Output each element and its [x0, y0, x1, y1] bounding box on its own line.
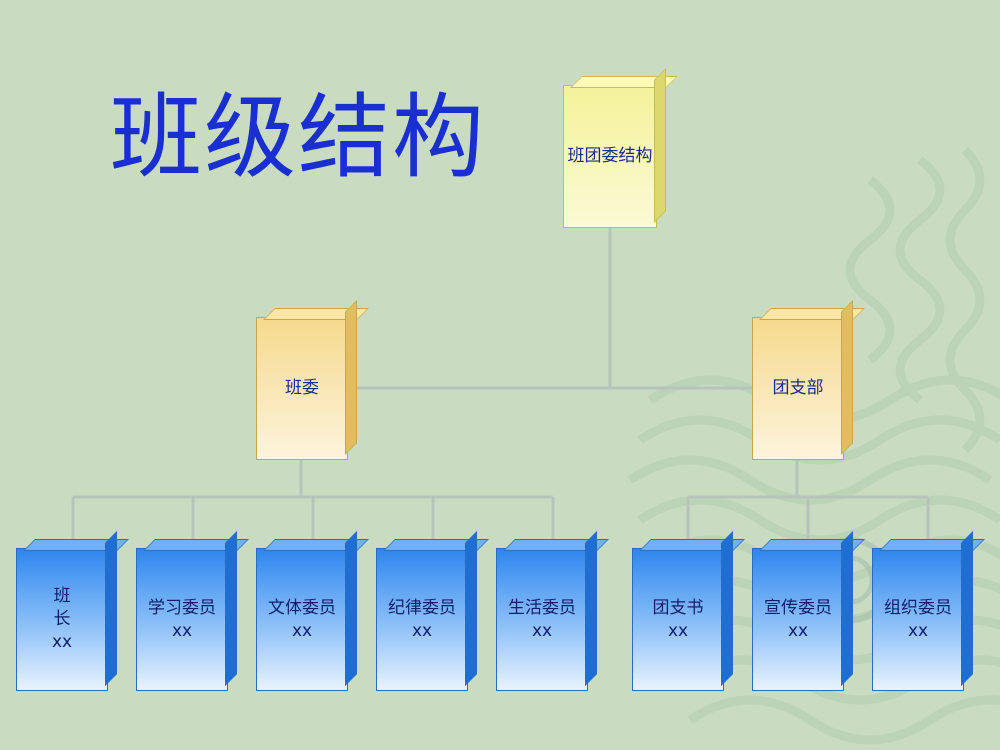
leaf-node-zuzhi: 组织委员 xx	[872, 548, 964, 691]
leaf-node-name: xx	[787, 620, 809, 641]
leaf-node-title: 班 长	[53, 586, 71, 630]
leaf-node-wenti: 文体委员 xx	[256, 548, 348, 691]
branch-node-banwei: 班委	[256, 317, 348, 460]
leaf-node-jilv: 纪律委员 xx	[376, 548, 468, 691]
leaf-node-title: 生活委员	[508, 597, 576, 618]
leaf-node-title: 文体委员	[268, 597, 336, 618]
leaf-node-name: xx	[171, 620, 193, 641]
leaf-node-name: xx	[531, 620, 553, 641]
leaf-node-name: xx	[411, 620, 433, 641]
leaf-node-banzhang: 班 长 xx	[16, 548, 108, 691]
leaf-node-title: 组织委员	[884, 597, 952, 618]
branch-node-label: 班委	[285, 378, 319, 399]
leaf-node-name: xx	[51, 631, 73, 652]
root-node-label: 班团委结构	[567, 146, 653, 167]
leaf-node-name: xx	[667, 620, 689, 641]
leaf-node-tuanzhishu: 团支书 xx	[632, 548, 724, 691]
leaf-node-xuexi: 学习委员 xx	[136, 548, 228, 691]
leaf-node-title: 学习委员	[148, 597, 216, 618]
leaf-node-name: xx	[291, 620, 313, 641]
leaf-node-title: 宣传委员	[764, 597, 832, 618]
leaf-node-title: 纪律委员	[388, 597, 456, 618]
leaf-node-name: xx	[907, 620, 929, 641]
root-node: 班团委结构	[563, 85, 657, 228]
branch-node-tuanzhibu: 团支部	[752, 317, 844, 460]
branch-node-label: 团支部	[772, 378, 824, 399]
leaf-node-shenghuo: 生活委员 xx	[496, 548, 588, 691]
leaf-node-xuanchuan: 宣传委员 xx	[752, 548, 844, 691]
page-title: 班级结构	[110, 84, 487, 191]
leaf-node-title: 团支书	[652, 597, 704, 618]
